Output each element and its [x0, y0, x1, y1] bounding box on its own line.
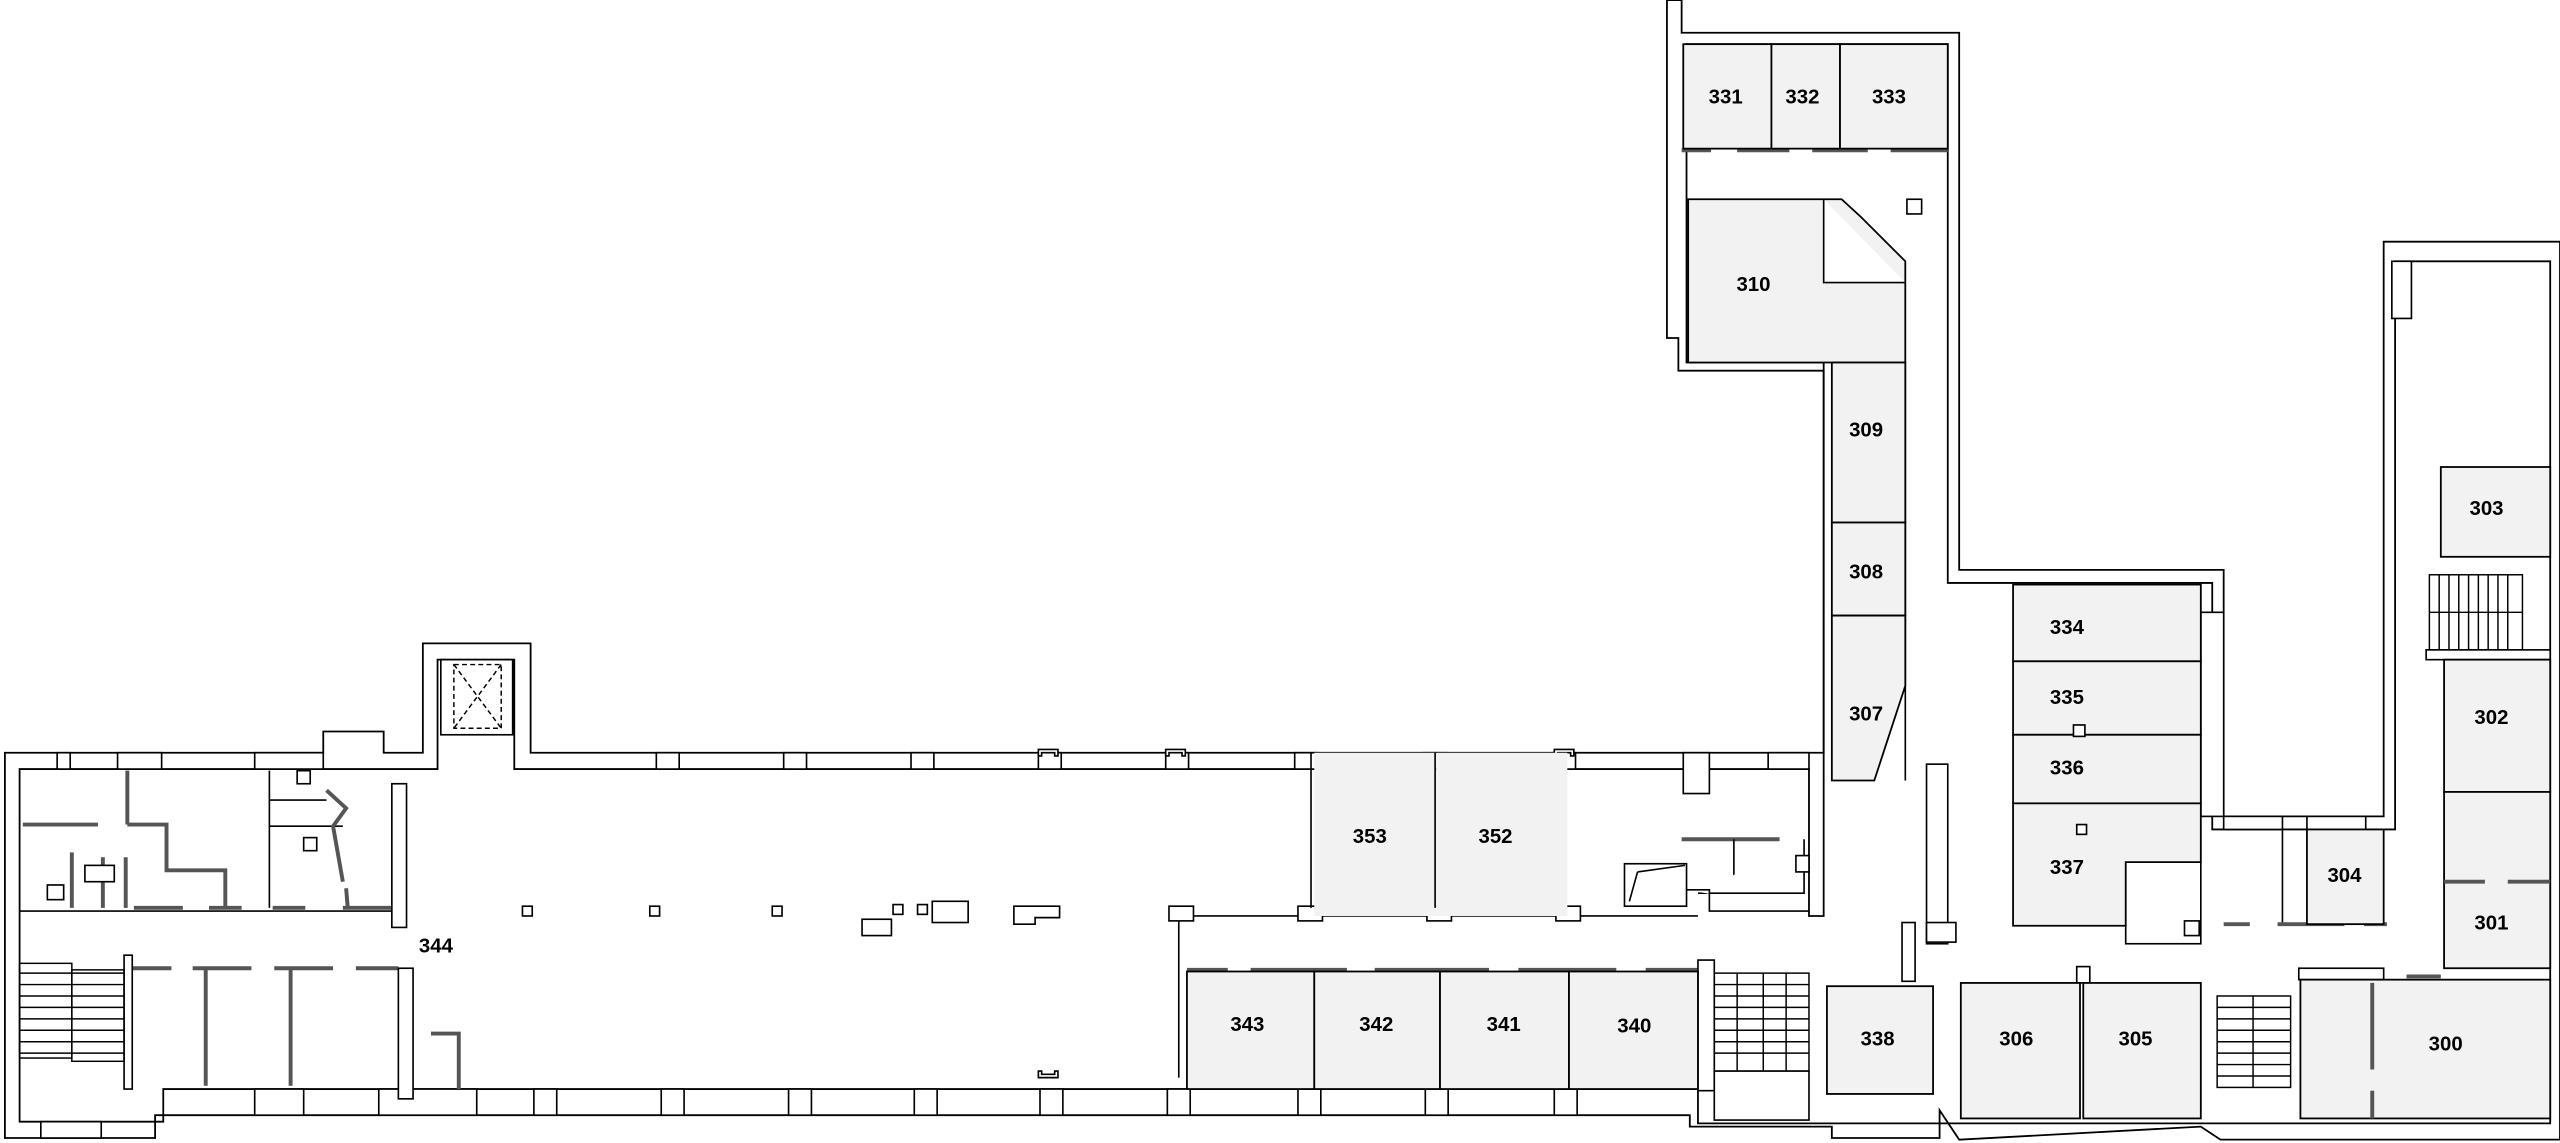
- room-306[interactable]: 306: [1959, 982, 2081, 1120]
- room-340[interactable]: 340: [1568, 970, 1699, 1090]
- room-336[interactable]: 336: [2012, 724, 2202, 805]
- room-352[interactable]: 352: [1434, 752, 1568, 916]
- room-label: 342: [1359, 1014, 1393, 1036]
- room-label: 306: [1999, 1028, 2033, 1050]
- room-label: 352: [1478, 826, 1512, 848]
- corridor-walls: [1168, 837, 1810, 1092]
- room-label: 305: [2118, 1028, 2152, 1050]
- room-label: 302: [2474, 707, 2508, 729]
- room-301[interactable]: 301: [2443, 791, 2552, 970]
- room-label: 332: [1785, 86, 1819, 108]
- room-353[interactable]: 353: [1310, 752, 1437, 916]
- staircase-center: [1713, 972, 1810, 1121]
- room-label: 337: [2050, 857, 2084, 879]
- room-label: 303: [2470, 498, 2504, 520]
- room-338[interactable]: 338: [1826, 985, 1934, 1095]
- room-310[interactable]: 310: [1687, 198, 1907, 364]
- room-307[interactable]: 307: [1830, 614, 1907, 782]
- room-305[interactable]: 305: [2082, 982, 2202, 1120]
- room-308[interactable]: 308: [1830, 521, 1907, 617]
- room-304[interactable]: 304: [2306, 828, 2385, 926]
- staircase-right: [2216, 995, 2292, 1089]
- room-331[interactable]: 331: [1682, 43, 1773, 150]
- room-337[interactable]: 337: [2012, 802, 2202, 927]
- room-label: 344: [419, 935, 454, 957]
- elevator-shaft: [440, 658, 514, 736]
- room-335[interactable]: 335: [2012, 660, 2202, 736]
- staircase-left: [18, 962, 125, 1139]
- room-300[interactable]: 300: [2299, 978, 2552, 1120]
- room-label: 308: [1849, 562, 1883, 584]
- building-outer-wall: [4, 0, 2560, 1141]
- room-332[interactable]: 332: [1770, 43, 1841, 150]
- room-344[interactable]: 344: [419, 935, 454, 957]
- room-label: 353: [1353, 826, 1387, 848]
- room-label: 341: [1487, 1014, 1521, 1036]
- room-302[interactable]: 302: [2443, 658, 2552, 793]
- room-309[interactable]: 309: [1830, 361, 1907, 524]
- room-label: 340: [1617, 1015, 1651, 1037]
- room-label: 304: [2327, 865, 2362, 887]
- room-label: 343: [1230, 1014, 1264, 1036]
- left-block-partitions: [19, 769, 461, 1100]
- room-label: 300: [2429, 1033, 2463, 1055]
- room-label: 334: [2050, 617, 2085, 639]
- room-label: 333: [1872, 86, 1906, 108]
- room-label: 336: [2050, 757, 2084, 779]
- room-label: 307: [1849, 704, 1883, 726]
- room-label: 310: [1736, 274, 1770, 296]
- room-303[interactable]: 303: [2439, 466, 2552, 558]
- room-342[interactable]: 342: [1313, 970, 1441, 1090]
- hall-furniture: [521, 748, 1575, 1079]
- room-label: 338: [1861, 1028, 1895, 1050]
- room-label: 309: [1849, 419, 1883, 441]
- staircase-east: [2425, 574, 2552, 661]
- room-label: 331: [1709, 86, 1743, 108]
- room-341[interactable]: 341: [1439, 970, 1570, 1090]
- room-343[interactable]: 343: [1186, 970, 1316, 1090]
- room-333[interactable]: 333: [1839, 43, 1949, 150]
- room-label: 335: [2050, 687, 2084, 709]
- room-label: 301: [2474, 913, 2508, 935]
- room-334[interactable]: 334: [2012, 583, 2202, 663]
